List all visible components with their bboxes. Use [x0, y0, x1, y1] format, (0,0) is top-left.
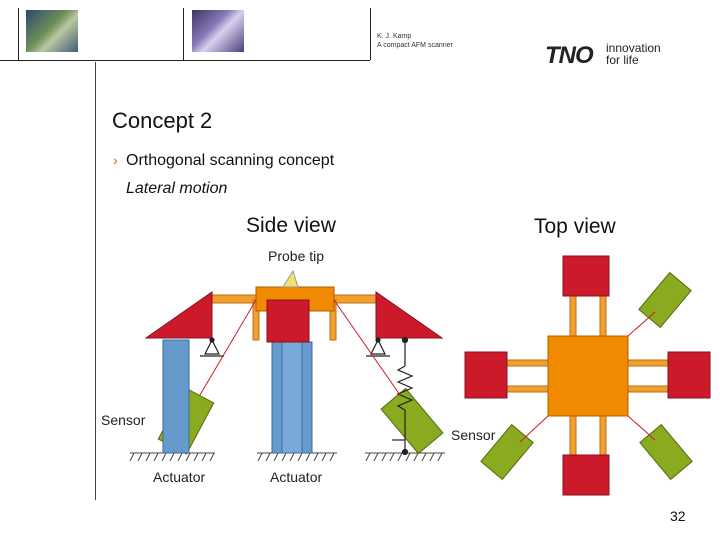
tagline-line-2: for life — [606, 53, 639, 67]
document-title: A compact AFM scanner — [377, 42, 453, 49]
header-rule-h — [0, 60, 370, 61]
header-rule-v1 — [18, 8, 19, 60]
sensor-label-left: Sensor — [101, 412, 146, 428]
top-red-north — [562, 255, 610, 297]
red-block-center — [266, 299, 310, 343]
ground-hatch-left — [129, 452, 215, 462]
author-name: K. J. Kamp — [377, 33, 412, 40]
top-sensor-se — [639, 423, 693, 481]
slide-title: Concept 2 — [112, 108, 213, 133]
header-rule-v2 — [183, 8, 184, 60]
measure-lines-side — [199, 299, 401, 396]
red-triangle-left — [144, 291, 213, 339]
page-number: 32 — [670, 508, 686, 524]
actuator-middle-front — [281, 341, 303, 454]
ground-hatch-middle — [257, 452, 337, 462]
probe-tip-shape — [282, 269, 299, 288]
header-thumbnail-left — [26, 10, 78, 52]
tno-tagline: innovation for life — [606, 42, 661, 66]
sensor-label-right: Sensor — [451, 427, 496, 443]
hinge-right — [366, 337, 390, 357]
bullet-chevron-icon: › — [113, 152, 118, 168]
top-flexures — [505, 295, 670, 456]
hinge-left — [200, 337, 224, 357]
bullet-text: Orthogonal scanning concept — [126, 152, 335, 169]
red-triangle-right — [375, 291, 444, 339]
top-view-label: Top view — [534, 215, 616, 238]
flexure-arm-right — [332, 294, 380, 304]
actuator-left — [162, 339, 190, 454]
actuator-label-left: Actuator — [153, 469, 206, 485]
top-stage-center — [547, 335, 629, 417]
slide-subtitle: Lateral motion — [126, 180, 228, 197]
top-sensor-ne — [638, 271, 692, 329]
measure-lines-top — [519, 311, 656, 443]
side-view-label: Side view — [246, 214, 336, 237]
top-sensor-sw — [480, 423, 534, 481]
header-thumbnail-right — [192, 10, 244, 52]
probe-tip-label: Probe tip — [268, 248, 325, 264]
header-rule-v3 — [370, 8, 371, 60]
tagline-line-1: innovation — [606, 41, 661, 55]
top-red-east — [667, 351, 711, 399]
top-red-south — [562, 454, 610, 496]
top-red-west — [464, 351, 508, 399]
sensor-block-right — [380, 387, 444, 455]
flexure-arm-left — [209, 294, 257, 304]
author-info: K. J. Kamp A compact AFM scanner — [377, 32, 453, 50]
spring-element — [392, 336, 414, 456]
content-rule-v — [95, 62, 96, 500]
actuator-label-right: Actuator — [270, 469, 323, 485]
tno-logo: TNO — [545, 42, 594, 69]
